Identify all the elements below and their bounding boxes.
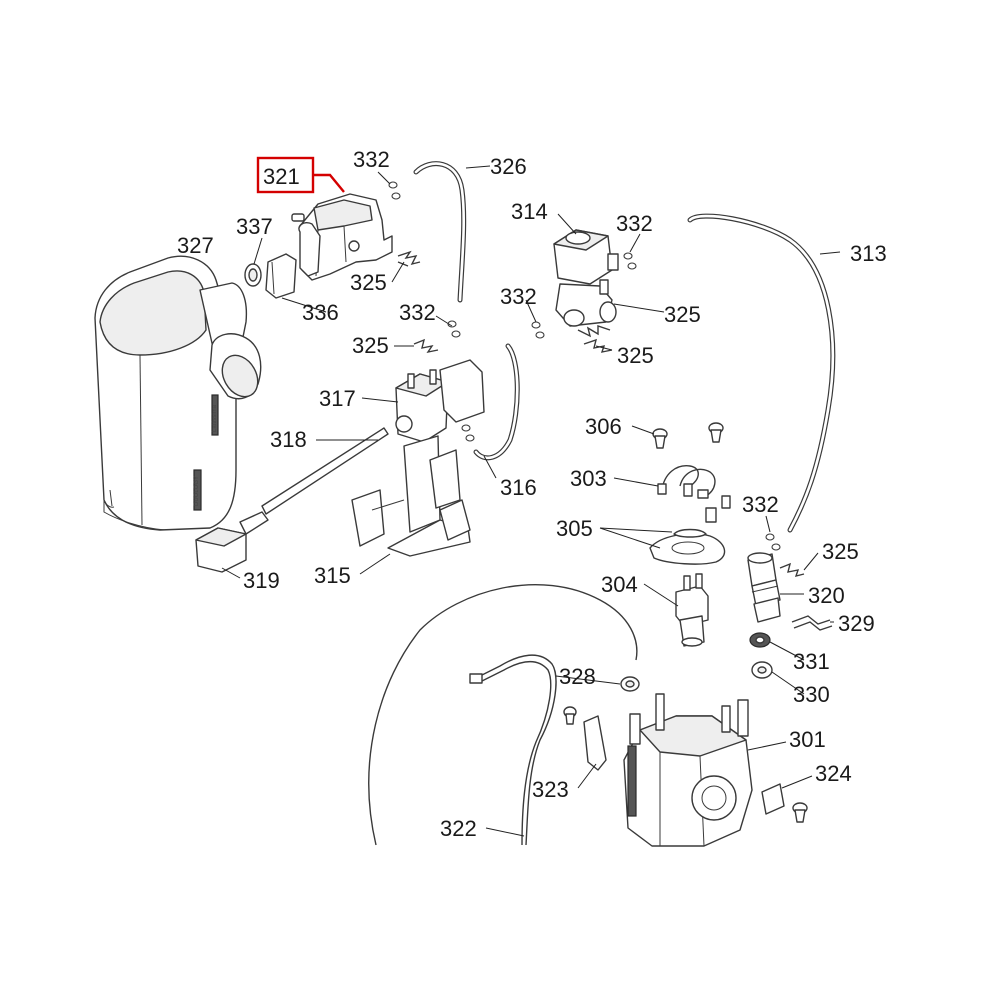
highlight-box-321: [256, 156, 315, 194]
callout-337: 337: [236, 214, 273, 239]
callout-332: 332: [616, 211, 653, 236]
callout-320: 320: [808, 583, 845, 608]
valve-sleeve-part: [265, 253, 297, 299]
sensor-304-part: [675, 573, 709, 647]
gasket-305-part: [649, 528, 726, 565]
rod-318-part: [261, 427, 389, 515]
svg-text:Lattissima: Lattissima: [212, 404, 218, 432]
callout-332: 332: [742, 492, 779, 517]
callout-325: 325: [352, 333, 389, 358]
screw-306-parts: [652, 422, 724, 449]
wire-harness-303-part: [657, 465, 731, 523]
callout-329: 329: [838, 611, 875, 636]
callout-306: 306: [585, 414, 622, 439]
callout-324: 324: [815, 761, 852, 786]
callout-304: 304: [601, 572, 638, 597]
svg-text:DUOLOGY: DUOLOGY: [194, 476, 200, 506]
callout-313: 313: [850, 241, 887, 266]
tube-313-part: [687, 213, 836, 533]
callout-332: 332: [500, 284, 537, 309]
callout-331: 331: [793, 649, 830, 674]
ring-328-part: [620, 676, 640, 692]
seal-331-part: [749, 632, 771, 648]
callout-325: 325: [350, 270, 387, 295]
callout-332: 332: [353, 147, 390, 172]
leader-lines: [221, 165, 841, 837]
tube-316-part: [473, 343, 520, 461]
callout-316: 316: [500, 475, 537, 500]
clip-329-part: [791, 615, 833, 631]
callout-325: 325: [617, 343, 654, 368]
holder-319-part: [195, 511, 269, 573]
cable-322-part: [368, 583, 638, 846]
valve-bracket-315-part: [351, 435, 471, 557]
solenoid-valve-317-part: [395, 359, 485, 443]
callout-325: 325: [822, 539, 859, 564]
tank-valve-oring-part: [244, 263, 262, 287]
bracket-323-part: [563, 706, 607, 771]
callout-327: 327: [177, 233, 214, 258]
callout-330: 330: [793, 682, 830, 707]
callout-328: 328: [559, 664, 596, 689]
callout-315: 315: [314, 563, 351, 588]
solenoid-valve-314-part: [553, 229, 619, 327]
oring-332-parts: [388, 181, 781, 551]
coupling-320-part: [747, 552, 781, 623]
highlighted-valve-body-part: [291, 193, 393, 281]
bracket-324-part: [761, 783, 808, 823]
callout-326: 326: [490, 154, 527, 179]
callout-318: 318: [270, 427, 307, 452]
highlight-leader-321: [313, 173, 345, 193]
nut-330-part: [751, 661, 773, 679]
callout-332: 332: [399, 300, 436, 325]
heater-block-301-part: [623, 693, 753, 847]
callout-319: 319: [243, 568, 280, 593]
callout-305: 305: [556, 516, 593, 541]
callout-labels: 321 332 326 337 327 325 336 314 332 313 …: [177, 147, 887, 841]
callout-301: 301: [789, 727, 826, 752]
callout-321: 321: [263, 164, 300, 189]
water-tank-part: DUOLOGY Lattissima: [94, 255, 262, 531]
callout-317: 317: [319, 386, 356, 411]
tube-326-part: [413, 161, 467, 303]
callout-322: 322: [440, 816, 477, 841]
callout-314: 314: [511, 199, 548, 224]
callout-303: 303: [570, 466, 607, 491]
callout-336: 336: [302, 300, 339, 325]
callout-323: 323: [532, 777, 569, 802]
callout-325: 325: [664, 302, 701, 327]
